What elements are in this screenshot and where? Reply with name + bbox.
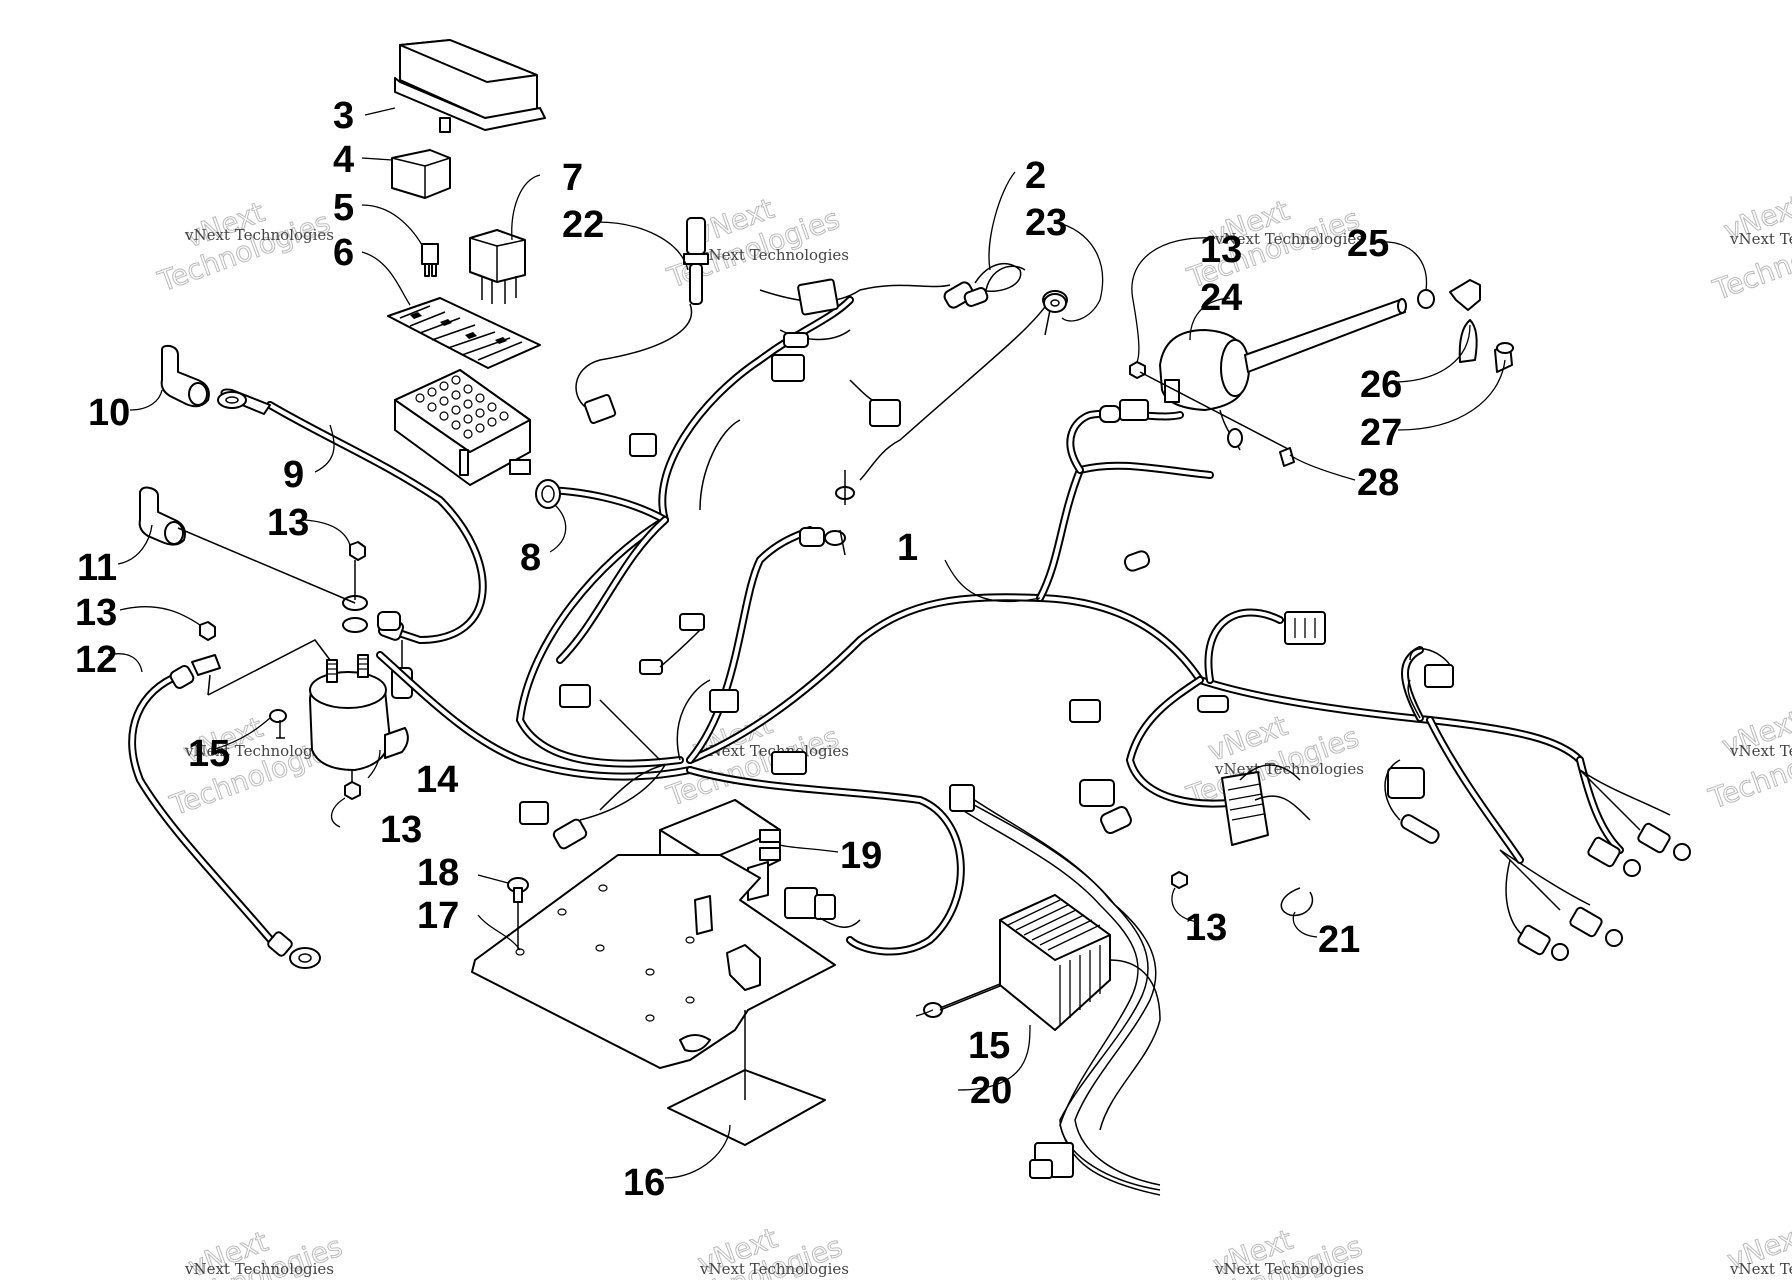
solenoid-bracket — [177, 527, 401, 696]
callout-12: 12 — [75, 639, 117, 681]
starter-solenoid — [309, 640, 413, 771]
callout-15-a: 15 — [188, 733, 230, 775]
fuse-decal — [387, 297, 541, 369]
push-rivet — [507, 877, 529, 950]
watermark-text: vNext Technologies — [1729, 1260, 1792, 1278]
callout-22: 22 — [562, 204, 604, 246]
injector-connectors — [1499, 769, 1691, 961]
circlip — [1280, 887, 1314, 917]
watermark-text: vNext Technologies — [1729, 742, 1792, 760]
callout-9: 9 — [283, 454, 304, 496]
wire-clamp — [535, 479, 561, 509]
callout-13-b: 13 — [75, 592, 117, 634]
spark-plug-cap-parts — [1279, 279, 1514, 467]
callout-17: 17 — [417, 895, 459, 937]
nut — [199, 361, 1188, 889]
watermark-text: vNext Technologies — [699, 246, 849, 264]
callout-25: 25 — [1347, 223, 1389, 265]
callout-13-e: 13 — [1200, 229, 1242, 271]
callout-16: 16 — [623, 1162, 665, 1204]
callout-leaders — [107, 107, 1506, 1179]
callout-11: 11 — [77, 547, 117, 589]
sensor-switch — [683, 217, 709, 305]
callout-8: 8 — [520, 537, 541, 579]
callout-6: 6 — [333, 232, 354, 274]
battery-terminal-boot — [160, 344, 210, 408]
fuse-box-cover — [394, 39, 546, 133]
watermark-text: vNext Technologies — [1214, 230, 1364, 248]
watermark-text: vNext Technologies — [1729, 230, 1792, 248]
decal-pad — [667, 1010, 826, 1146]
watermark-text: vNext Technologies — [699, 742, 849, 760]
callout-labels: 1 2 3 4 5 6 7 8 9 10 11 12 13 13 13 13 1… — [75, 95, 1402, 1204]
callout-13-d: 13 — [1185, 907, 1227, 949]
callout-1: 1 — [897, 527, 918, 569]
watermark-text: vNext Technologies — [699, 1260, 849, 1278]
callout-2: 2 — [1025, 155, 1046, 197]
callout-15-b: 15 — [968, 1025, 1010, 1067]
callout-19: 19 — [840, 835, 882, 877]
callout-5: 5 — [333, 187, 354, 229]
watermark-text: vNext Technologies — [1214, 1260, 1364, 1278]
callout-13-a: 13 — [267, 502, 309, 544]
ring-terminal — [1043, 293, 1067, 313]
mini-fuse — [421, 243, 439, 277]
voltage-regulator — [949, 784, 1161, 1196]
watermark-text: vNext Technologies — [184, 226, 334, 244]
callout-4: 4 — [333, 139, 354, 181]
ground-cable — [128, 654, 321, 969]
watermark-text: vNext Technologies — [184, 1260, 334, 1278]
connector-plug — [963, 265, 1026, 307]
callout-18: 18 — [417, 852, 459, 894]
callout-21: 21 — [1318, 919, 1360, 961]
callout-28: 28 — [1357, 462, 1399, 504]
callout-3: 3 — [333, 95, 354, 137]
fuse-relay-holder — [394, 369, 531, 486]
relay — [469, 229, 526, 304]
callout-10: 10 — [88, 392, 130, 434]
ignition-coil — [1139, 298, 1407, 451]
plate-connector — [784, 887, 861, 928]
battery-terminal-boot-2 — [138, 486, 186, 546]
main-wiring-harness — [376, 296, 1624, 956]
fuse-block — [391, 149, 451, 199]
watermarks: vNext Technologies vNext Technologies vN… — [153, 188, 1792, 1280]
callout-26: 26 — [1360, 364, 1402, 406]
callout-24: 24 — [1200, 277, 1242, 319]
callout-23: 23 — [1025, 202, 1067, 244]
callout-27: 27 — [1360, 412, 1402, 454]
callout-20: 20 — [970, 1070, 1012, 1112]
callout-13-c: 13 — [380, 809, 422, 851]
callout-14: 14 — [416, 759, 458, 801]
callout-7: 7 — [562, 157, 583, 199]
harness-connectors — [519, 262, 1691, 961]
